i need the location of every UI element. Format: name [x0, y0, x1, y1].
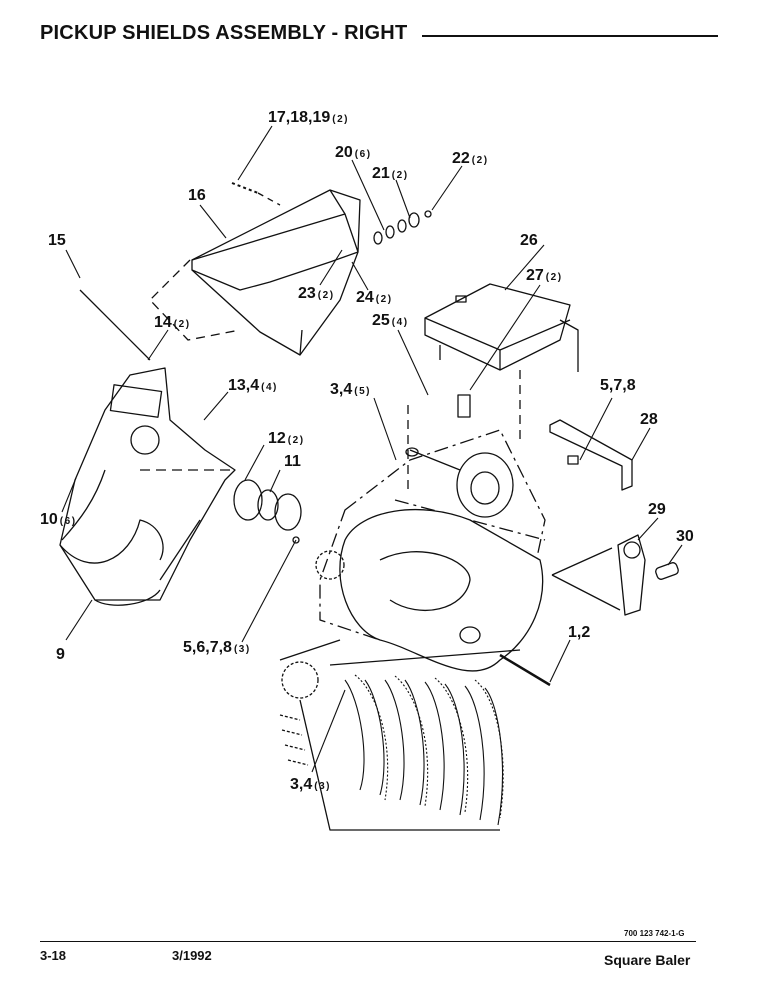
sprocket: [279, 550, 345, 699]
callout-11: 11: [284, 453, 301, 470]
callout-28: 28: [640, 411, 658, 428]
callout-16: 16: [188, 187, 206, 204]
callout-12: 12(2): [268, 430, 305, 447]
hardware-20-21-22: [373, 210, 432, 245]
callout-26: 26: [520, 232, 538, 249]
side-plate: [339, 509, 544, 672]
revision-date: 3/1992: [172, 948, 212, 963]
rod-15: [79, 289, 151, 361]
callout-5-6-7-8: 5,6,7,8(3): [183, 639, 251, 656]
callout-24: 24(2): [356, 289, 393, 306]
callout-9: 9: [56, 646, 65, 663]
hardware-17-18-19: [231, 182, 281, 206]
side-shield-9: [59, 367, 236, 606]
callout-20: 20(6): [335, 144, 372, 161]
callout-29: 29: [648, 501, 666, 518]
footer-rule: [40, 941, 696, 942]
page-number: 3-18: [40, 948, 67, 963]
cover-box-26: [424, 283, 579, 372]
pin-30: [655, 562, 679, 580]
product-name: Square Baler: [604, 952, 691, 968]
callout-13-4: 13,4(4): [228, 377, 278, 394]
callout-1-2: 1,2: [568, 624, 590, 641]
title-rule: [422, 35, 718, 37]
callout-10: 10(6): [40, 511, 77, 528]
page-title: PICKUP SHIELDS ASSEMBLY - RIGHT: [40, 22, 408, 44]
callout-23: 23(2): [298, 285, 335, 302]
callout-30: 30: [676, 528, 694, 545]
callout-21: 21(2): [372, 165, 409, 182]
bar-bracket-28: [549, 419, 633, 491]
top-shield-16: [149, 189, 361, 356]
hardware-25-27: [407, 370, 521, 490]
bearing-assembly: [233, 479, 302, 544]
flange-hub: [405, 447, 514, 518]
callout-15: 15: [48, 232, 66, 249]
document-number: 700 123 742-1-G: [624, 929, 685, 938]
bolt-1-2: [499, 653, 551, 687]
callout-17-18-19: 17,18,19(2): [268, 109, 349, 126]
callout-3-4-b: 3,4(3): [290, 776, 331, 793]
arm-29: [551, 534, 646, 616]
callout-25: 25(4): [372, 312, 409, 329]
callout-27: 27(2): [526, 267, 563, 284]
callout-14: 14(2): [154, 314, 191, 331]
callout-5-7-8: 5,7,8: [600, 377, 636, 394]
pickup-reel: [279, 649, 521, 831]
callouts: 17,18,19(2) 20(6) 21(2) 22(2) 16 15 26 2…: [40, 109, 694, 793]
leader-lines: [61, 125, 683, 773]
callout-3-4-a: 3,4(5): [330, 381, 371, 398]
callout-22: 22(2): [452, 150, 489, 167]
